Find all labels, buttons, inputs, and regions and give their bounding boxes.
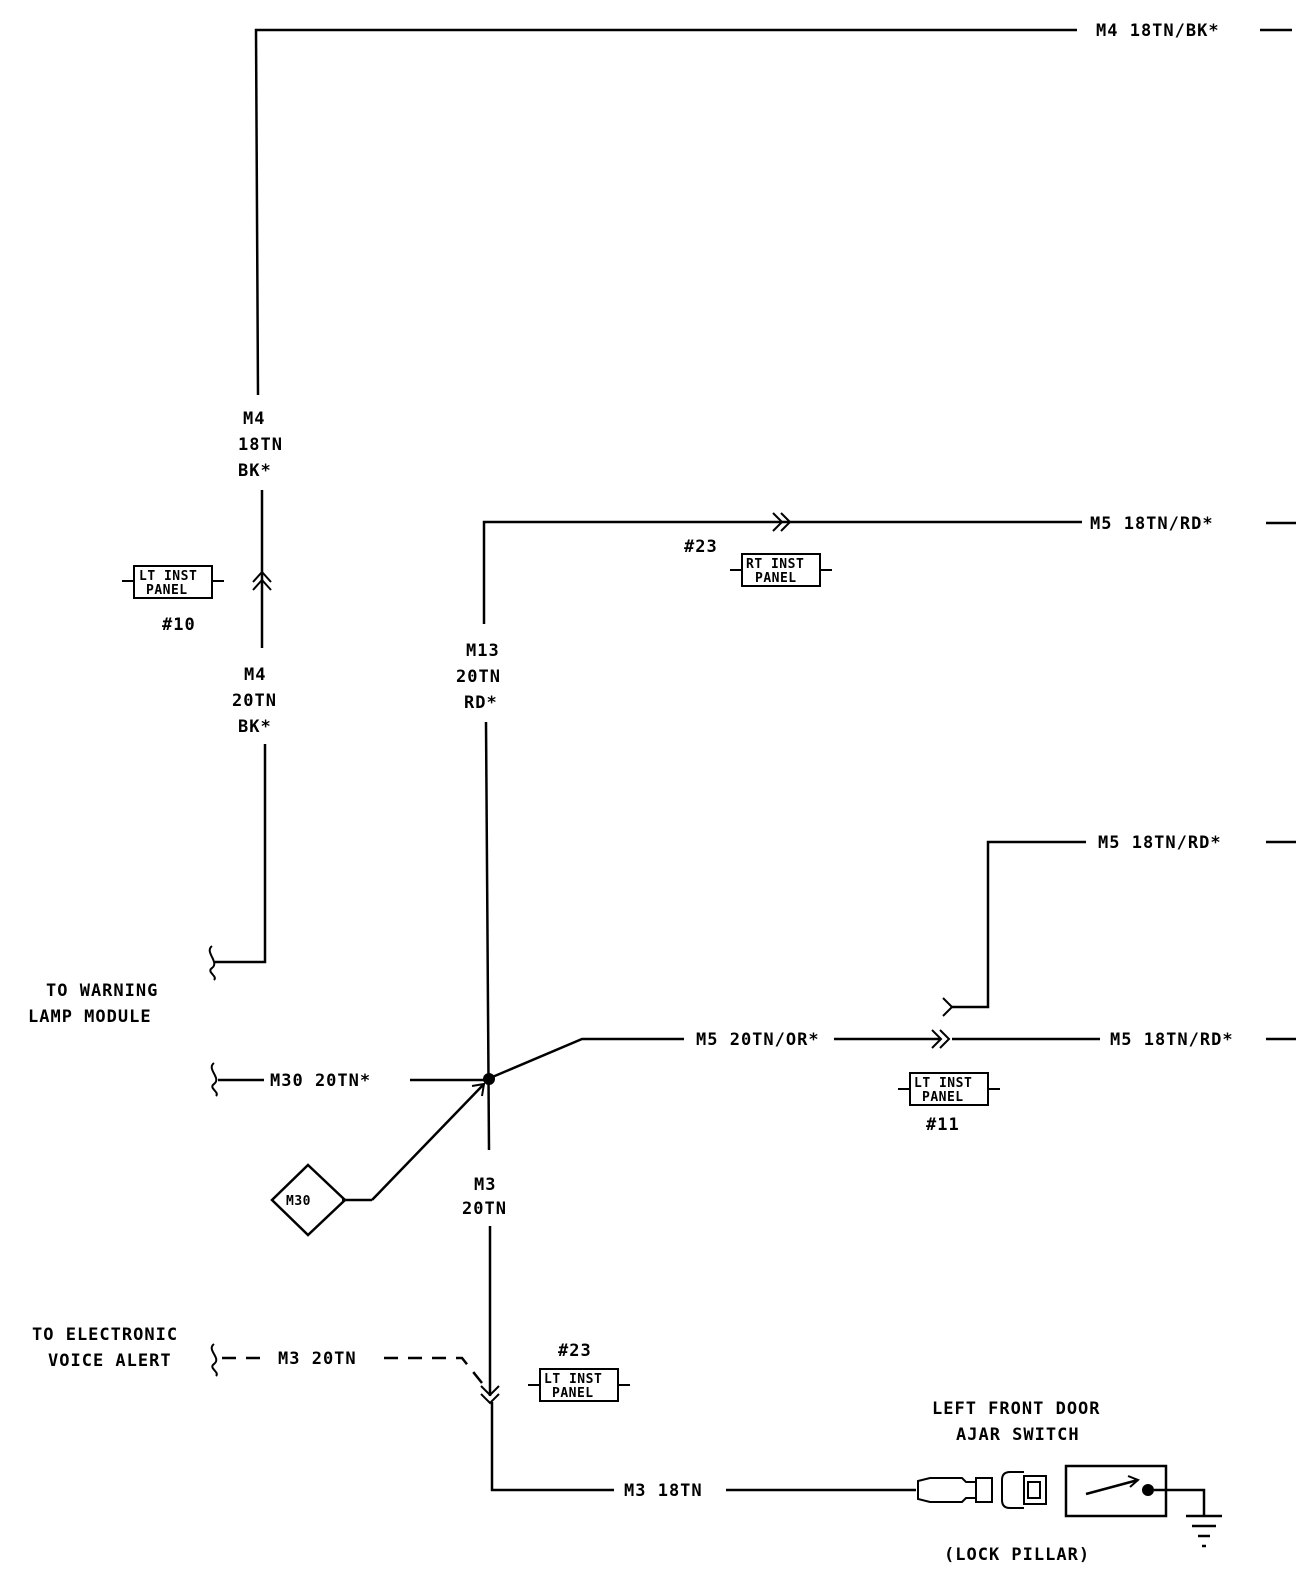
ground-icon (1186, 1514, 1222, 1548)
m3-circuit: M3 20TN M3 18TN TO ELECTRONIC VOICE ALER… (32, 1175, 916, 1501)
voice-alert-line2: VOICE ALERT (48, 1351, 172, 1371)
switch-location: (LOCK PILLAR) (944, 1545, 1090, 1565)
m13-circuit: M5 18TN/RD* M13 20TN RD* (456, 512, 1296, 1151)
m3-voice-label: M3 20TN (278, 1349, 357, 1369)
m4-break-symbol (208, 945, 216, 981)
switch-contact-arrowhead (1127, 1475, 1140, 1488)
connector-lt-inst-panel-10: LT INST PANEL #10 (122, 565, 224, 635)
connector-lt-inst-panel-11: LT INST PANEL #11 (898, 1072, 1000, 1135)
rt-inst-23-chevron-2 (780, 512, 792, 532)
m4-low-label-2: 20TN (232, 691, 277, 711)
m4-wire-top (254, 28, 1077, 396)
lt-inst-11-line2: PANEL (922, 1090, 964, 1105)
m13-label-3: RD* (464, 693, 498, 713)
m3-voice-break-symbol (210, 1343, 218, 1377)
m30-break-symbol (210, 1062, 218, 1097)
splice-arrow (471, 1082, 486, 1097)
switch-terminal-slot (1027, 1481, 1041, 1499)
m4-wire-bottom (215, 744, 267, 964)
m4-vert-label-1: M4 (243, 409, 265, 429)
switch-title-line1: LEFT FRONT DOOR (932, 1399, 1101, 1419)
lt-inst-11-line1: LT INST (914, 1076, 972, 1091)
m4-circuit: M4 18TN/BK* M4 18TN BK* M4 20TN BK* (208, 21, 1292, 981)
lt-inst-10-chevron (252, 570, 272, 583)
lt-inst-11-chevron (931, 1029, 943, 1049)
lt-inst-11-ref: #11 (926, 1115, 960, 1135)
m4-low-label-1: M4 (244, 665, 266, 685)
m3-bottom-label: M3 18TN (624, 1481, 703, 1501)
connector-lt-inst-panel-23: #23 LT INST PANEL (528, 1341, 630, 1402)
rt-inst-23-line1: RT INST (746, 557, 804, 572)
switch-contact-dot (1142, 1484, 1154, 1496)
m13-wire-top (482, 520, 1082, 624)
m5-orange-label: M5 20TN/OR* (696, 1030, 820, 1050)
rt-inst-23-line2: PANEL (755, 571, 797, 586)
warning-lamp-line2: LAMP MODULE (28, 1007, 152, 1027)
lt-inst-10-line1: LT INST (139, 569, 197, 584)
switch-connector-plug (917, 1477, 977, 1503)
lt-inst-23-chevron-2 (480, 1393, 500, 1405)
m4-vert-label-2: 18TN (238, 435, 283, 455)
lt-inst-10-chevron-2 (252, 578, 272, 591)
m5-top-label: M5 18TN/RD* (1090, 514, 1214, 534)
lt-inst-23-line1: LT INST (544, 1372, 602, 1387)
splice-label: M30 (286, 1194, 311, 1209)
splice-diamond (270, 1163, 347, 1237)
lt-inst-23-chevron (480, 1385, 500, 1397)
m5-right-label: M5 18TN/RD* (1110, 1030, 1234, 1050)
m5-mid-chevron (942, 997, 954, 1017)
lt-inst-23-ref: #23 (558, 1341, 592, 1361)
switch-title-line2: AJAR SWITCH (956, 1425, 1080, 1445)
m3-label-2: 20TN (462, 1199, 507, 1219)
lt-inst-11-chevron-2 (939, 1029, 951, 1049)
lt-inst-23-line2: PANEL (552, 1386, 594, 1401)
m13-label-2: 20TN (456, 667, 501, 687)
lt-inst-10-ref: #10 (162, 615, 196, 635)
switch-terminal-block (1023, 1475, 1047, 1505)
m5-mid-label: M5 18TN/RD* (1098, 833, 1222, 853)
m4-low-label-3: BK* (238, 717, 272, 737)
m13-wire-vert (484, 721, 491, 1151)
lt-inst-10-line2: PANEL (146, 583, 188, 598)
m4-vert-label-3: BK* (238, 461, 272, 481)
rt-inst-23-ref: #23 (684, 537, 718, 557)
m3-wire-bottom (490, 1402, 614, 1492)
switch-ground-wire (1154, 1488, 1206, 1516)
m3-voice-dash-right (384, 1356, 487, 1389)
m5-circuit: M5 18TN/RD* M5 20TN/OR* M5 18TN/RD* (489, 833, 1296, 1080)
voice-alert-line1: TO ELECTRONIC (32, 1325, 178, 1345)
m30-circuit: TO WARNING LAMP MODULE M30 20TN* M30 (28, 981, 495, 1237)
switch-terminal (1001, 1471, 1024, 1509)
switch-contact-arm (1085, 1478, 1139, 1496)
warning-lamp-line1: TO WARNING (46, 981, 158, 1001)
splice-dot (483, 1073, 495, 1085)
connector-rt-inst-panel-23: #23 RT INST PANEL (684, 537, 832, 587)
m30-label: M30 20TN* (270, 1071, 371, 1091)
door-ajar-switch: LEFT FRONT DOOR AJAR SWITCH (LOCK PILLAR… (917, 1399, 1222, 1565)
switch-connector-receptacle (975, 1477, 993, 1503)
m13-label-1: M13 (466, 641, 500, 661)
m5-mid-wire (952, 840, 1086, 1009)
m3-label-1: M3 (474, 1175, 496, 1195)
m5-orange-wire (489, 1037, 684, 1080)
rt-inst-23-chevron (772, 512, 784, 532)
splice-diagonal-wire (342, 1083, 485, 1202)
m4-top-label: M4 18TN/BK* (1096, 21, 1220, 41)
